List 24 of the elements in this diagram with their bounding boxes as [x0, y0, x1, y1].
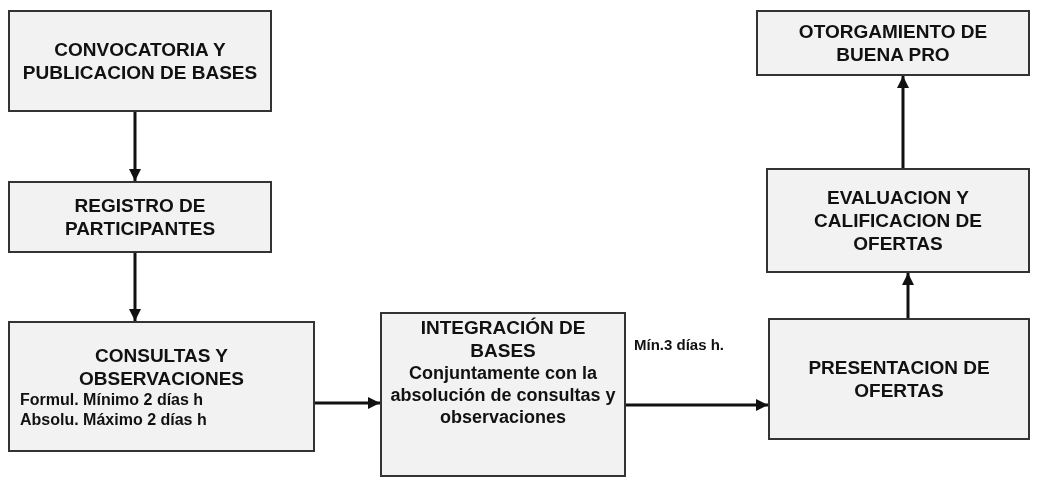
arrow	[897, 76, 909, 168]
process-box	[8, 321, 315, 452]
process-box	[756, 10, 1030, 76]
arrow	[129, 112, 141, 181]
process-box	[8, 181, 272, 253]
process-box	[380, 312, 626, 477]
arrow	[315, 397, 380, 409]
box-title: INTEGRACIÓN DE BASES	[419, 316, 587, 362]
box-title: REGISTRO DE PARTICIPANTES	[63, 194, 217, 240]
box-note: Formul. Mínimo 2 días h	[20, 389, 204, 410]
process-box	[768, 318, 1030, 440]
box-title: PRESENTACION DE OFERTAS	[807, 356, 991, 402]
edge-label: Mín.3 días h.	[632, 336, 726, 353]
box-title: OTORGAMIENTO DE BUENA PRO	[797, 20, 989, 66]
box-title: CONSULTAS Y OBSERVACIONES	[77, 343, 246, 390]
box-title: EVALUACION Y CALIFICACION DE OFERTAS	[813, 186, 983, 255]
box-note: Absolu. Máximo 2 días h	[20, 409, 207, 430]
box-title: CONVOCATORIA Y PUBLICACION DE BASES	[21, 38, 259, 84]
arrow	[902, 273, 914, 318]
process-box	[766, 168, 1030, 273]
process-box	[8, 10, 272, 112]
arrow	[129, 253, 141, 321]
arrow	[626, 399, 768, 411]
box-note: Conjuntamente con la absolución de consultas y observaciones	[389, 362, 617, 428]
